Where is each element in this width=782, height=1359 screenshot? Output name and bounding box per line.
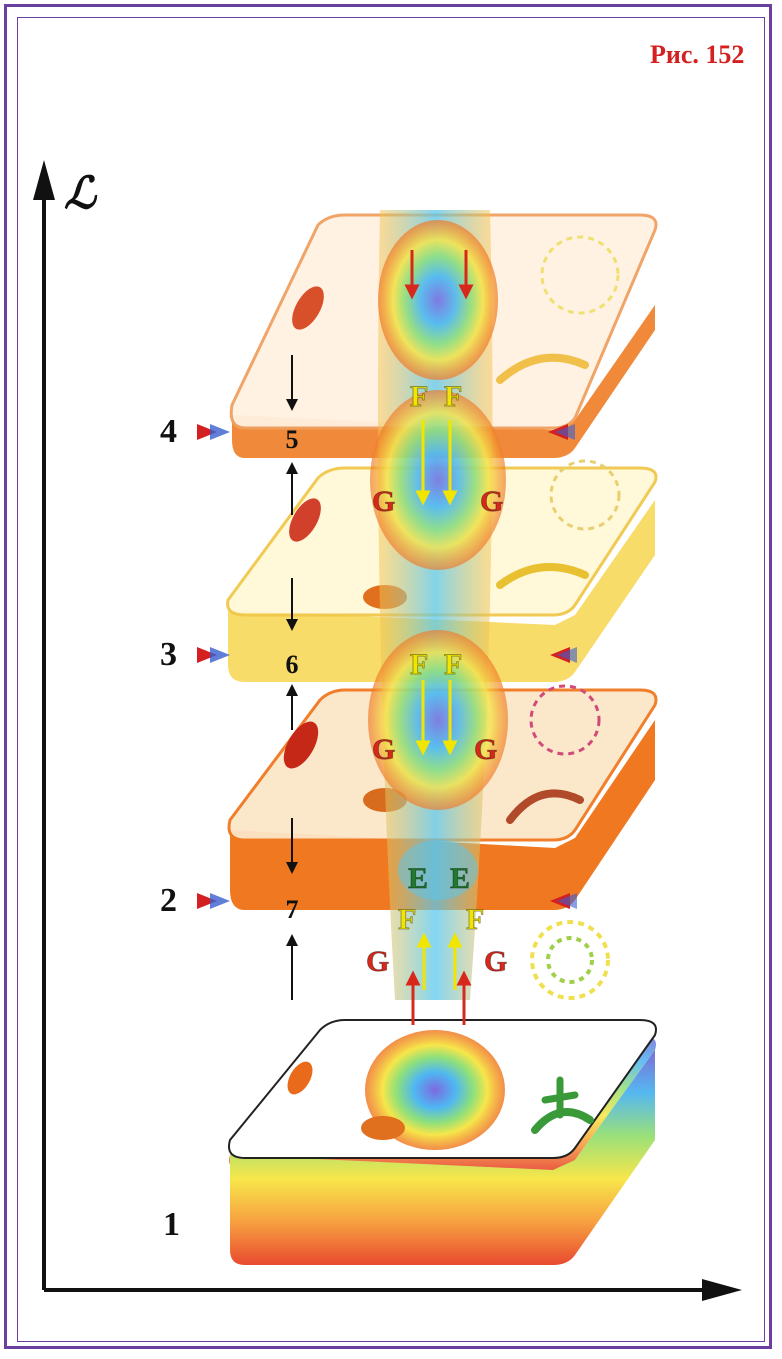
flow-label-g: G	[372, 733, 395, 767]
level-label-4: 4	[160, 413, 177, 451]
x-axis-arrowhead	[702, 1279, 742, 1301]
organelle-mitochondrion	[361, 1116, 405, 1140]
flow-label-e: E	[408, 862, 428, 896]
flow-label-e: E	[450, 862, 470, 896]
y-axis-label: ℒ	[64, 168, 96, 219]
gap-label-6: 6	[277, 650, 307, 680]
flow-label-f: F	[410, 380, 428, 414]
flow-label-g: G	[366, 945, 389, 979]
gap-label-5: 5	[277, 425, 307, 455]
y-axis-arrowhead	[33, 160, 55, 200]
flow-label-f: F	[398, 903, 416, 937]
torus-middle	[368, 630, 508, 810]
flow-label-g: G	[480, 485, 503, 519]
flow-label-f: F	[444, 380, 462, 414]
gap-label-7: 7	[277, 895, 307, 925]
level-label-1: 1	[163, 1206, 180, 1244]
flow-label-g: G	[474, 733, 497, 767]
flow-label-g: G	[372, 485, 395, 519]
level-label-3: 3	[160, 636, 177, 674]
torus-top	[378, 220, 498, 380]
flow-label-f: F	[444, 648, 462, 682]
figure-title: Рис. 152	[650, 40, 744, 70]
flow-label-g: G	[484, 945, 507, 979]
torus-upper	[370, 390, 506, 570]
level-label-2: 2	[160, 882, 177, 920]
flow-label-f: F	[466, 903, 484, 937]
flow-label-f: F	[410, 648, 428, 682]
